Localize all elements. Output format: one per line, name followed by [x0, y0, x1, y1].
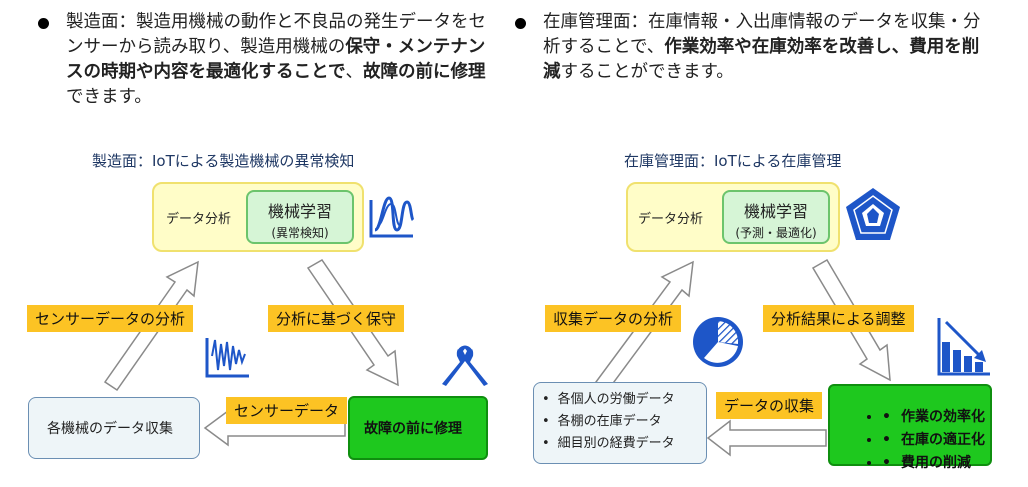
- text-part: できます。: [66, 87, 152, 107]
- wrench-icon: [442, 345, 488, 386]
- signal-chart-icon: [205, 338, 249, 378]
- bar-chart-down-icon: [937, 318, 990, 376]
- ml-sub-label: (予測・最適化): [735, 226, 817, 240]
- text-part: 製造面：製造用機械の動作と不良品の発生デー: [66, 12, 434, 32]
- text-bold: 費用を削減: [543, 37, 980, 82]
- label-sensor-analysis: センサーデータの分析: [27, 305, 194, 332]
- text-bold: 保守・メ: [345, 37, 416, 57]
- collect-list: 各個人の労働データ 各棚の在庫データ 細目別の経費データ: [542, 389, 675, 455]
- result-label: 故障の前に修理: [364, 421, 462, 437]
- text-bold: 障の前に修理: [380, 62, 486, 82]
- text-part: 集・分析することで、: [543, 12, 981, 57]
- text-part: 、: [345, 62, 363, 82]
- right-panel-title: 在庫管理面：IoTによる在庫管理: [624, 152, 842, 170]
- right-bullet: 在庫管理面：在庫情報・入出庫情報のデータを収集・分析することで、作業効率や在庫効…: [515, 10, 995, 85]
- data-analysis-label: データ分析: [166, 212, 232, 227]
- text-bold: 作業効率や在庫効率を改善し、: [664, 37, 910, 57]
- text-part: することができます。: [560, 62, 734, 82]
- radar-chart-icon: [846, 188, 900, 240]
- data-analysis-label: データ分析: [638, 212, 704, 227]
- text-bold: 故: [362, 62, 381, 82]
- list-item: 各棚の在庫データ: [542, 411, 675, 433]
- label-maintenance: 分析に基づく保守: [268, 305, 405, 332]
- pie-chart-icon: [693, 317, 743, 367]
- list-item: 各個人の労働データ: [542, 389, 675, 411]
- left-panel-title: 製造面：IoTによる製造機械の異常検知: [92, 152, 355, 170]
- list-item: 費用の削減: [882, 452, 985, 475]
- list-item: 在庫の適正化: [882, 429, 985, 452]
- right-analysis-box: データ分析 機械学習 (予測・最適化): [626, 182, 840, 252]
- text-part: 在庫管理面：在庫情報・入出庫情報のデータを収: [543, 12, 928, 32]
- label-data-collection: データの収集: [716, 392, 823, 419]
- left-collect-box: 各機械のデータ収集: [28, 397, 200, 459]
- list-item: 細目別の経費データ: [542, 433, 675, 455]
- text-bold: ンテナンスの時期や内容を最適化することで: [66, 37, 486, 82]
- ml-main-label: 機械学習: [743, 202, 808, 221]
- bullet-dot-icon: [515, 18, 526, 29]
- text-part: タをセンサーから読み取り、製造用機械の: [66, 12, 486, 57]
- list-item: 作業の効率化: [882, 406, 985, 429]
- collect-label: 各機械のデータ収集: [47, 421, 173, 437]
- right-collect-box: 各個人の労働データ 各棚の在庫データ 細目別の経費データ: [533, 382, 707, 464]
- right-result-box: 作業の効率化 在庫の適正化 費用の削減: [828, 384, 992, 471]
- waveform-icon: [369, 196, 415, 238]
- machine-learning-box: 機械学習 (異常検知): [246, 190, 354, 244]
- label-sensor-data: センサーデータ: [226, 397, 348, 424]
- label-collected-analysis: 収集データの分析: [545, 305, 682, 332]
- right-bullet-text: 在庫管理面：在庫情報・入出庫情報のデータを収集・分析することで、作業効率や在庫効…: [543, 10, 995, 85]
- label-adjustment: 分析結果による調整: [763, 305, 914, 332]
- bullet-dot-icon: [38, 18, 49, 29]
- ml-main-label: 機械学習: [267, 202, 332, 221]
- left-result-box: 故障の前に修理: [348, 396, 488, 460]
- left-bullet: 製造面：製造用機械の動作と不良品の発生データをセンサーから読み取り、製造用機械の…: [38, 10, 500, 110]
- machine-learning-box: 機械学習 (予測・最適化): [722, 190, 830, 244]
- ml-sub-label: (異常検知): [271, 226, 329, 240]
- left-analysis-box: データ分析 機械学習 (異常検知): [152, 182, 364, 252]
- left-bullet-text: 製造面：製造用機械の動作と不良品の発生データをセンサーから読み取り、製造用機械の…: [66, 10, 500, 110]
- result-list: 作業の効率化 在庫の適正化 費用の削減: [842, 406, 985, 475]
